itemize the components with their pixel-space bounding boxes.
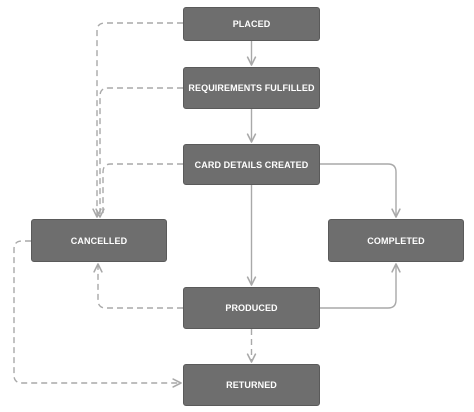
node-returned-label: RETURNED [226, 380, 277, 390]
node-card-details-created: CARD DETAILS CREATED [183, 144, 320, 185]
arrow-card-details-to-completed [320, 163, 401, 218]
node-cancelled: CANCELLED [31, 219, 167, 262]
node-card-details-created-label: CARD DETAILS CREATED [194, 159, 309, 170]
node-produced-label: PRODUCED [225, 303, 278, 313]
arrow-requirements-to-cancelled [95, 87, 183, 218]
node-requirements-fulfilled: REQUIREMENTS FULFILLED [183, 67, 320, 109]
arrow-produced-to-completed [320, 263, 401, 309]
node-requirements-fulfilled-label: REQUIREMENTS FULFILLED [188, 83, 315, 93]
arrow-placed-to-cancelled [92, 22, 183, 218]
arrow-produced-to-cancelled [93, 263, 183, 309]
arrow-cancelled-to-returned [13, 240, 182, 388]
node-completed-label: COMPLETED [367, 235, 425, 246]
node-placed: PLACED [183, 7, 320, 41]
arrow-card-details-to-cancelled [102, 163, 183, 217]
node-cancelled-label: CANCELLED [70, 235, 128, 246]
node-completed: COMPLETED [328, 219, 464, 262]
node-placed-label: PLACED [232, 19, 271, 29]
node-returned: RETURNED [183, 364, 320, 406]
node-produced: PRODUCED [183, 287, 320, 329]
